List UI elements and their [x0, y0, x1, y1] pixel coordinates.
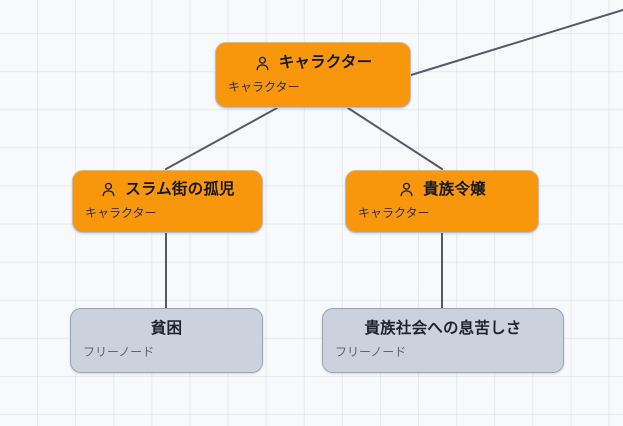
node-free-poverty[interactable]: 貧困 フリーノード [70, 308, 263, 373]
node-title-row: キャラクター [228, 54, 398, 72]
node-title-row: スラム街の孤児 [85, 181, 250, 199]
edge-root-offscreen [410, 9, 623, 76]
node-character-root[interactable]: キャラクター キャラクター [215, 42, 411, 108]
node-subtitle: キャラクター [358, 206, 430, 221]
node-title: 貴族令嬢 [423, 180, 486, 198]
person-icon [100, 181, 117, 198]
node-subtitle: キャラクター [85, 206, 157, 221]
node-title-row: 貴族社会への息苦しさ [335, 320, 551, 338]
node-title-row: 貴族令嬢 [358, 181, 526, 199]
edge-root-noble [347, 107, 443, 170]
node-character-orphan[interactable]: スラム街の孤児 キャラクター [72, 170, 263, 233]
node-subtitle: フリーノード [335, 345, 407, 360]
node-title-row: 貧困 [83, 320, 250, 338]
node-subtitle: フリーノード [83, 345, 155, 360]
node-title: 貧困 [150, 319, 183, 337]
node-title: 貴族社会への息苦しさ [364, 319, 522, 337]
node-subtitle: キャラクター [228, 79, 300, 94]
node-title: キャラクター [278, 54, 373, 72]
person-icon [398, 181, 415, 198]
node-free-suffocation[interactable]: 貴族社会への息苦しさ フリーノード [322, 308, 564, 373]
edge-root-orphan [165, 107, 278, 170]
person-icon [254, 55, 271, 72]
node-character-noble[interactable]: 貴族令嬢 キャラクター [345, 170, 539, 233]
node-title: スラム街の孤児 [125, 180, 235, 198]
